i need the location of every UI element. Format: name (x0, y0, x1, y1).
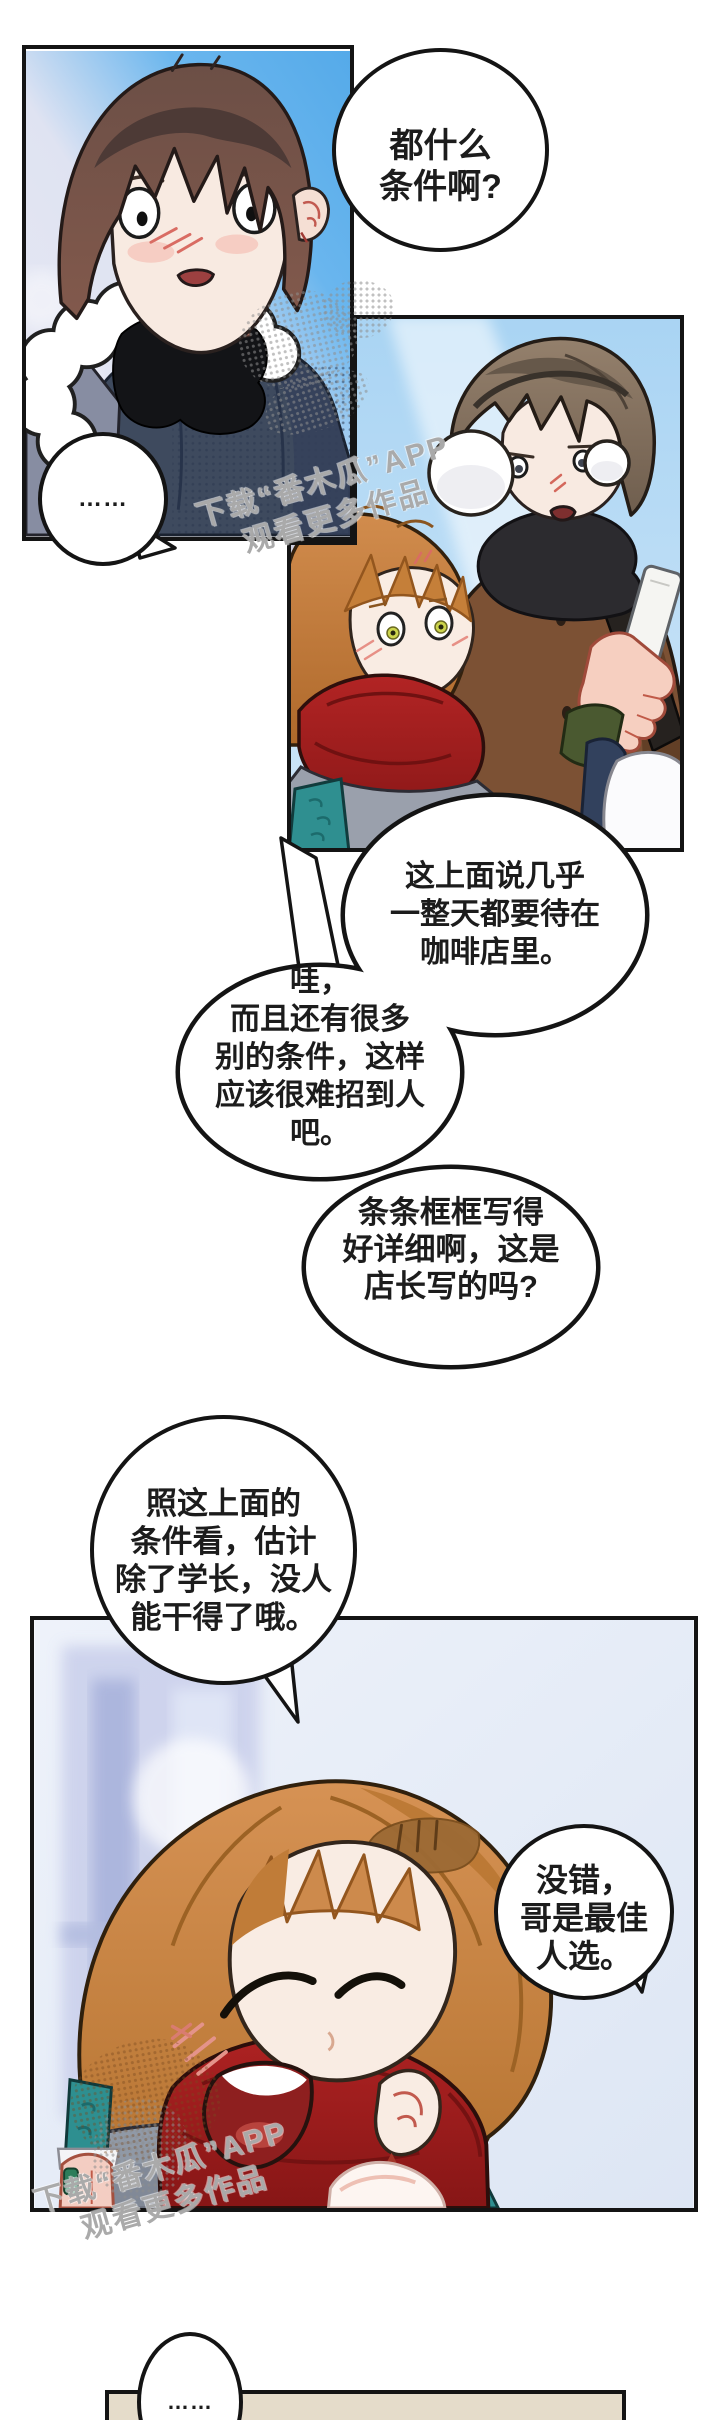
bubble-text: …… (167, 2389, 213, 2414)
bubble-text-line: 条条框框写得 (358, 1195, 544, 1230)
girl-character-laughing (56, 1779, 553, 2208)
phone-in-hand (559, 564, 683, 769)
boy-ear (291, 186, 330, 243)
girl-eyes (376, 605, 454, 647)
bubble-text-line: 好详细啊，这是 (342, 1232, 560, 1267)
couple-phone-illustration (287, 315, 684, 852)
bubble-text-line: 店长写的吗? (364, 1269, 538, 1304)
bubble-text-line: 都什么 (389, 127, 492, 165)
speech-bubble-only-senior: 照这上面的 条件看，估计 除了学长，没人 能干得了哦。 (90, 1415, 357, 1685)
man-character (419, 336, 684, 852)
speech-bubble-wow: 哇， 而且还有很多 别的条件，这样 应该很难招到人 吧。 (178, 963, 462, 1153)
speech-bubble-best-candidate: 没错， 哥是最佳 人选。 (494, 1824, 674, 2000)
bubble-text-line: 除了学长，没人 (115, 1562, 332, 1597)
speech-bubble-read: 这上面说几乎 一整天都要待在 咖啡店里。 (350, 858, 640, 972)
bubble-text-line: 没错， (535, 1862, 632, 1898)
bubble-text-line: 哥是最佳 (519, 1900, 648, 1936)
speech-bubble-detailed: 条条框框写得 好详细啊，这是 店长写的吗? (306, 1194, 596, 1305)
bubble-text-line: 人选。 (535, 1938, 632, 1974)
bubble-text-line: 能干得了哦。 (130, 1600, 317, 1635)
comic-panel-2 (287, 315, 684, 852)
bubble-text-line: 这上面说几乎 (405, 860, 585, 893)
bubble-text-line: 一整天都要待在 (390, 898, 600, 931)
girl-character-back (287, 504, 536, 852)
bubble-text-line: 哇， (290, 965, 350, 998)
man-earmuffs (427, 429, 631, 517)
bubble-text-line: 条件看，估计 (130, 1524, 317, 1559)
bubble-text-line: 别的条件，这样 (215, 1041, 425, 1074)
bubble-text-line: 条件啊? (379, 168, 502, 206)
bubble-text-line: 咖啡店里。 (420, 936, 570, 969)
bubble-text: …… (78, 485, 128, 512)
bubble-text-line: 吧。 (290, 1117, 350, 1150)
speech-bubble-silent-bottom: …… (137, 2332, 243, 2420)
mascot-halftone-graphic (92, 2098, 188, 2202)
speech-bubble-shout: 都什么 条件啊? (332, 48, 549, 252)
bubble-text-line: 照这上面的 (146, 1486, 301, 1521)
bubble-text-line: 应该很难招到人 (215, 1079, 425, 1112)
speech-bubble-cluster (175, 792, 650, 1370)
speech-bubble-silent-top: …… (38, 432, 168, 566)
mascot-halftone-graphic (322, 280, 394, 338)
bubble-text-line: 而且还有很多 (230, 1003, 410, 1036)
